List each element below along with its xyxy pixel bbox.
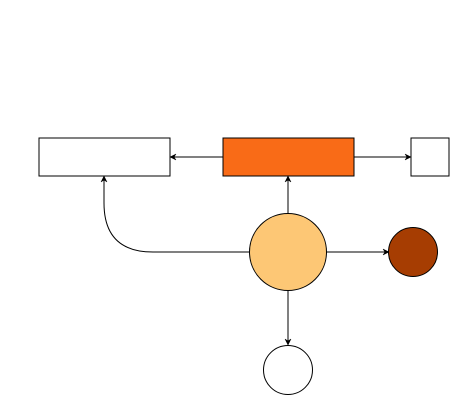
edge-end-marker-right-square bbox=[404, 153, 412, 161]
node-square-right bbox=[410, 137, 450, 177]
edge-end-marker-left-rect-bottom bbox=[100, 175, 108, 183]
node-circle-bottom bbox=[263, 345, 313, 395]
edge-end-marker-left-rect bbox=[169, 153, 177, 161]
edges bbox=[100, 153, 412, 346]
node-rect-left bbox=[38, 137, 171, 177]
node-rect-center bbox=[222, 137, 355, 177]
edge-center-circle-to-left-rect bbox=[103, 176, 250, 253]
edge-end-marker-bottom-circle bbox=[284, 338, 292, 346]
nodes bbox=[38, 137, 450, 395]
node-circle-center bbox=[249, 213, 327, 291]
node-circle-right bbox=[388, 227, 438, 277]
edge-end-marker-right-circle bbox=[382, 248, 390, 256]
edge-end-marker-center-rect bbox=[284, 175, 292, 183]
